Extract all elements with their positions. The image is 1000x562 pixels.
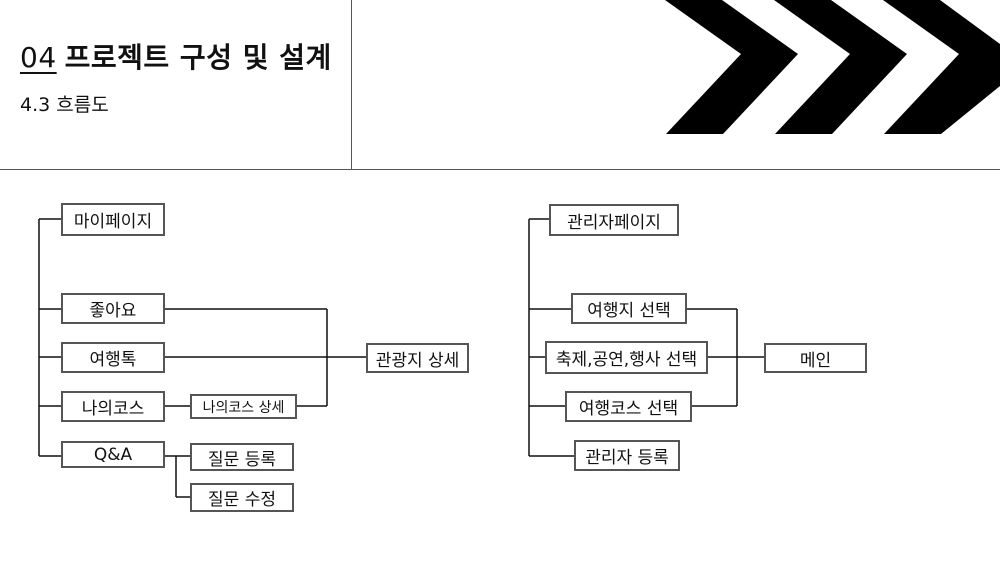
node-travel-talk: 여행톡 [61, 342, 165, 373]
header-divider [0, 169, 1000, 170]
node-festival-select: 축제,공연,행사 선택 [545, 341, 708, 374]
node-main: 메인 [764, 343, 867, 373]
node-question-edit: 질문 수정 [190, 483, 294, 512]
chevron-icon [883, 0, 1000, 134]
node-likes: 좋아요 [61, 293, 165, 324]
header-vertical-divider [351, 0, 352, 169]
node-travel-course-select: 여행코스 선택 [565, 391, 692, 422]
subsection-title: 4.3 흐름도 [20, 94, 109, 116]
node-mypage: 마이페이지 [61, 203, 165, 236]
node-destination-select: 여행지 선택 [571, 293, 687, 324]
chevron-arrows-decoration [665, 0, 1000, 134]
chevron-icon [774, 0, 907, 134]
section-title: 프로젝트 구성 및 설계 [64, 41, 332, 74]
node-admin-register: 관리자 등록 [574, 440, 680, 471]
section-number: 04 [20, 41, 57, 74]
node-admin-page: 관리자페이지 [549, 204, 679, 236]
node-qna: Q&A [61, 441, 165, 468]
node-tour-detail: 관광지 상세 [366, 343, 469, 373]
node-my-course-detail: 나의코스 상세 [190, 394, 297, 419]
chevron-icon [665, 0, 798, 134]
node-question-register: 질문 등록 [190, 443, 294, 471]
node-my-course: 나의코스 [61, 391, 165, 422]
